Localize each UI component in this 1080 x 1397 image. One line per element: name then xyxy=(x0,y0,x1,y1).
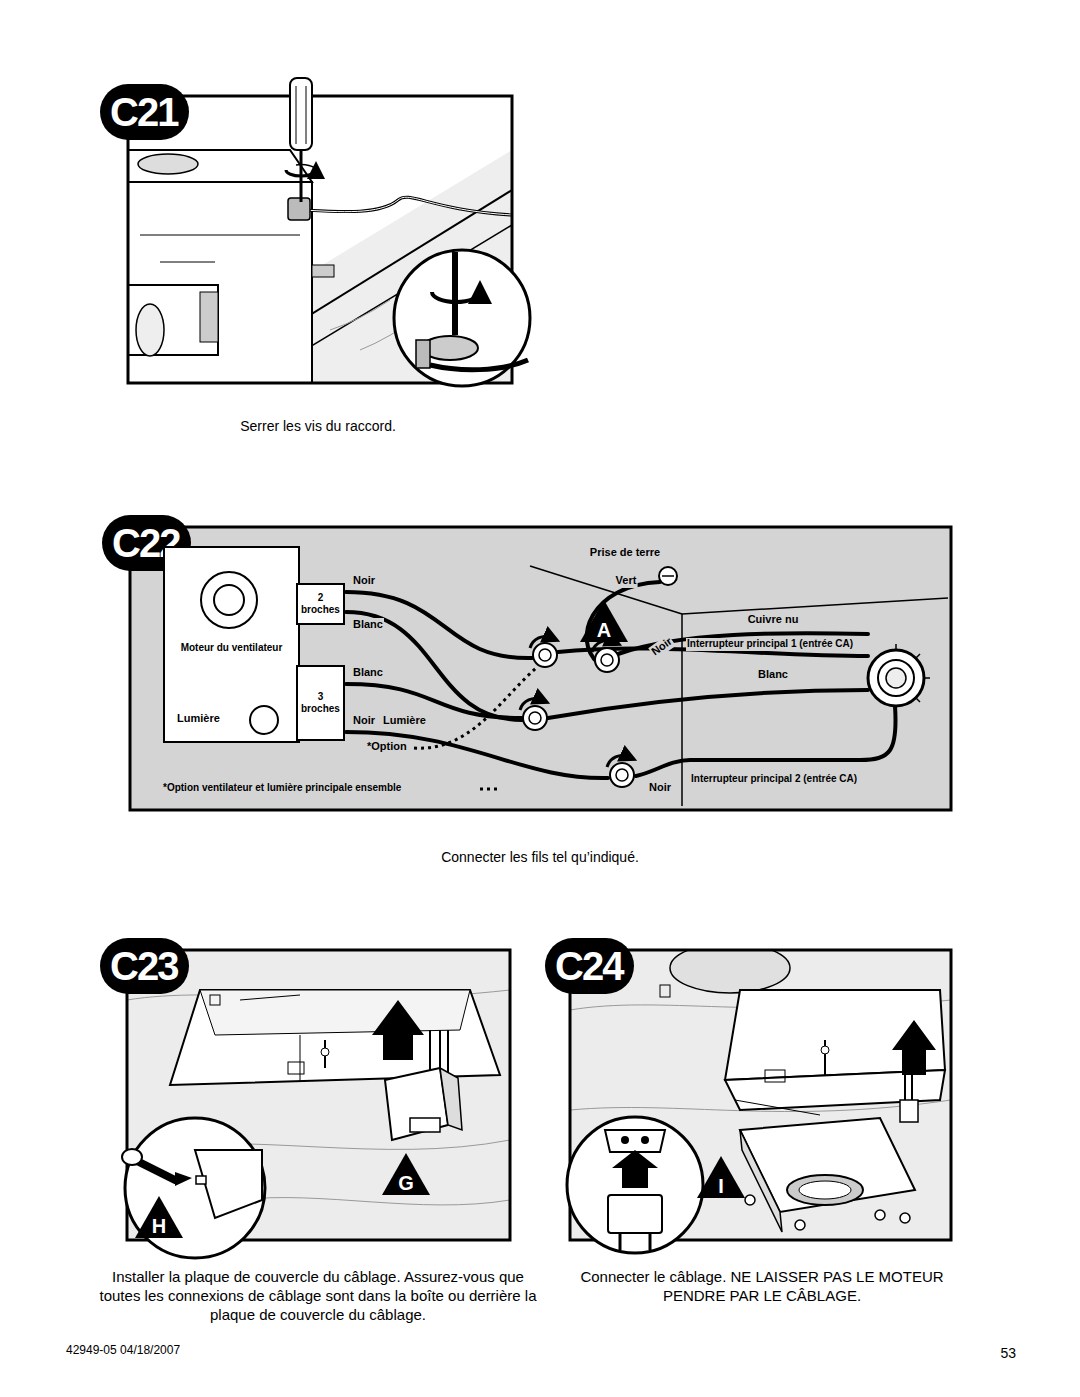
step-badge: C21 xyxy=(100,84,189,140)
pin-count: 3 broches xyxy=(301,691,340,715)
supply-label: Interrupteur principal 2 (entrée CA) xyxy=(690,773,858,786)
pin-count: 2 broches xyxy=(301,592,340,616)
option-note: *Option ventilateur et lumière principal… xyxy=(162,782,402,795)
option-note: *Option xyxy=(366,740,408,754)
callout-letter: H xyxy=(135,1216,183,1236)
caption: Installer la plaque de couvercle du câbl… xyxy=(98,1268,538,1324)
connector-plug: 2 broches xyxy=(296,583,345,625)
wire-color: Cuivre nu xyxy=(747,613,800,627)
c21-illustration xyxy=(128,78,530,386)
wire-color: Vert xyxy=(615,574,638,588)
step-number: C21 xyxy=(110,90,177,134)
caption: Serrer les vis du raccord. xyxy=(240,418,396,436)
caption: Connecter le câblage. NE LAISSER PAS LE … xyxy=(572,1268,952,1306)
callout-triangle: A xyxy=(580,600,628,642)
step-badge: C24 xyxy=(545,938,634,994)
wire-name: Lumière xyxy=(382,714,427,728)
wire-color: Blanc xyxy=(352,666,384,680)
fan-housing: Moteur du ventilateurLumière xyxy=(163,546,300,743)
c22-wiring-panel xyxy=(130,527,951,810)
callout-letter: A xyxy=(580,620,628,640)
ground-label: Prise de terre xyxy=(589,546,661,560)
step-number: C24 xyxy=(555,944,622,988)
step-badge: C23 xyxy=(100,938,189,994)
part-name: Moteur du ventilateur xyxy=(165,642,298,653)
c24-illustration xyxy=(567,943,951,1253)
callout-triangle: G xyxy=(382,1153,430,1195)
c23-illustration xyxy=(122,950,510,1258)
wire-color: Noir xyxy=(352,574,376,588)
supply-label: Interrupteur principal 1 (entrée CA) xyxy=(686,638,854,651)
page-number: 53 xyxy=(1000,1345,1016,1363)
wire-color: Blanc xyxy=(757,668,789,682)
callout-triangle: H xyxy=(135,1196,183,1238)
callout-letter: I xyxy=(697,1176,745,1196)
caption: Connecter les fils tel qu’indiqué. xyxy=(441,849,639,867)
wire-color: Blanc xyxy=(352,618,384,632)
connector-plug: 3 broches xyxy=(296,665,345,741)
wire-color: Noir xyxy=(648,781,672,795)
callout-letter: G xyxy=(382,1173,430,1193)
callout-triangle: I xyxy=(697,1156,745,1198)
document-number: 42949-05 04/18/2007 xyxy=(66,1343,180,1358)
step-number: C23 xyxy=(110,944,177,988)
wire-color: Noir xyxy=(352,714,376,728)
part-name: Lumière xyxy=(177,712,220,724)
